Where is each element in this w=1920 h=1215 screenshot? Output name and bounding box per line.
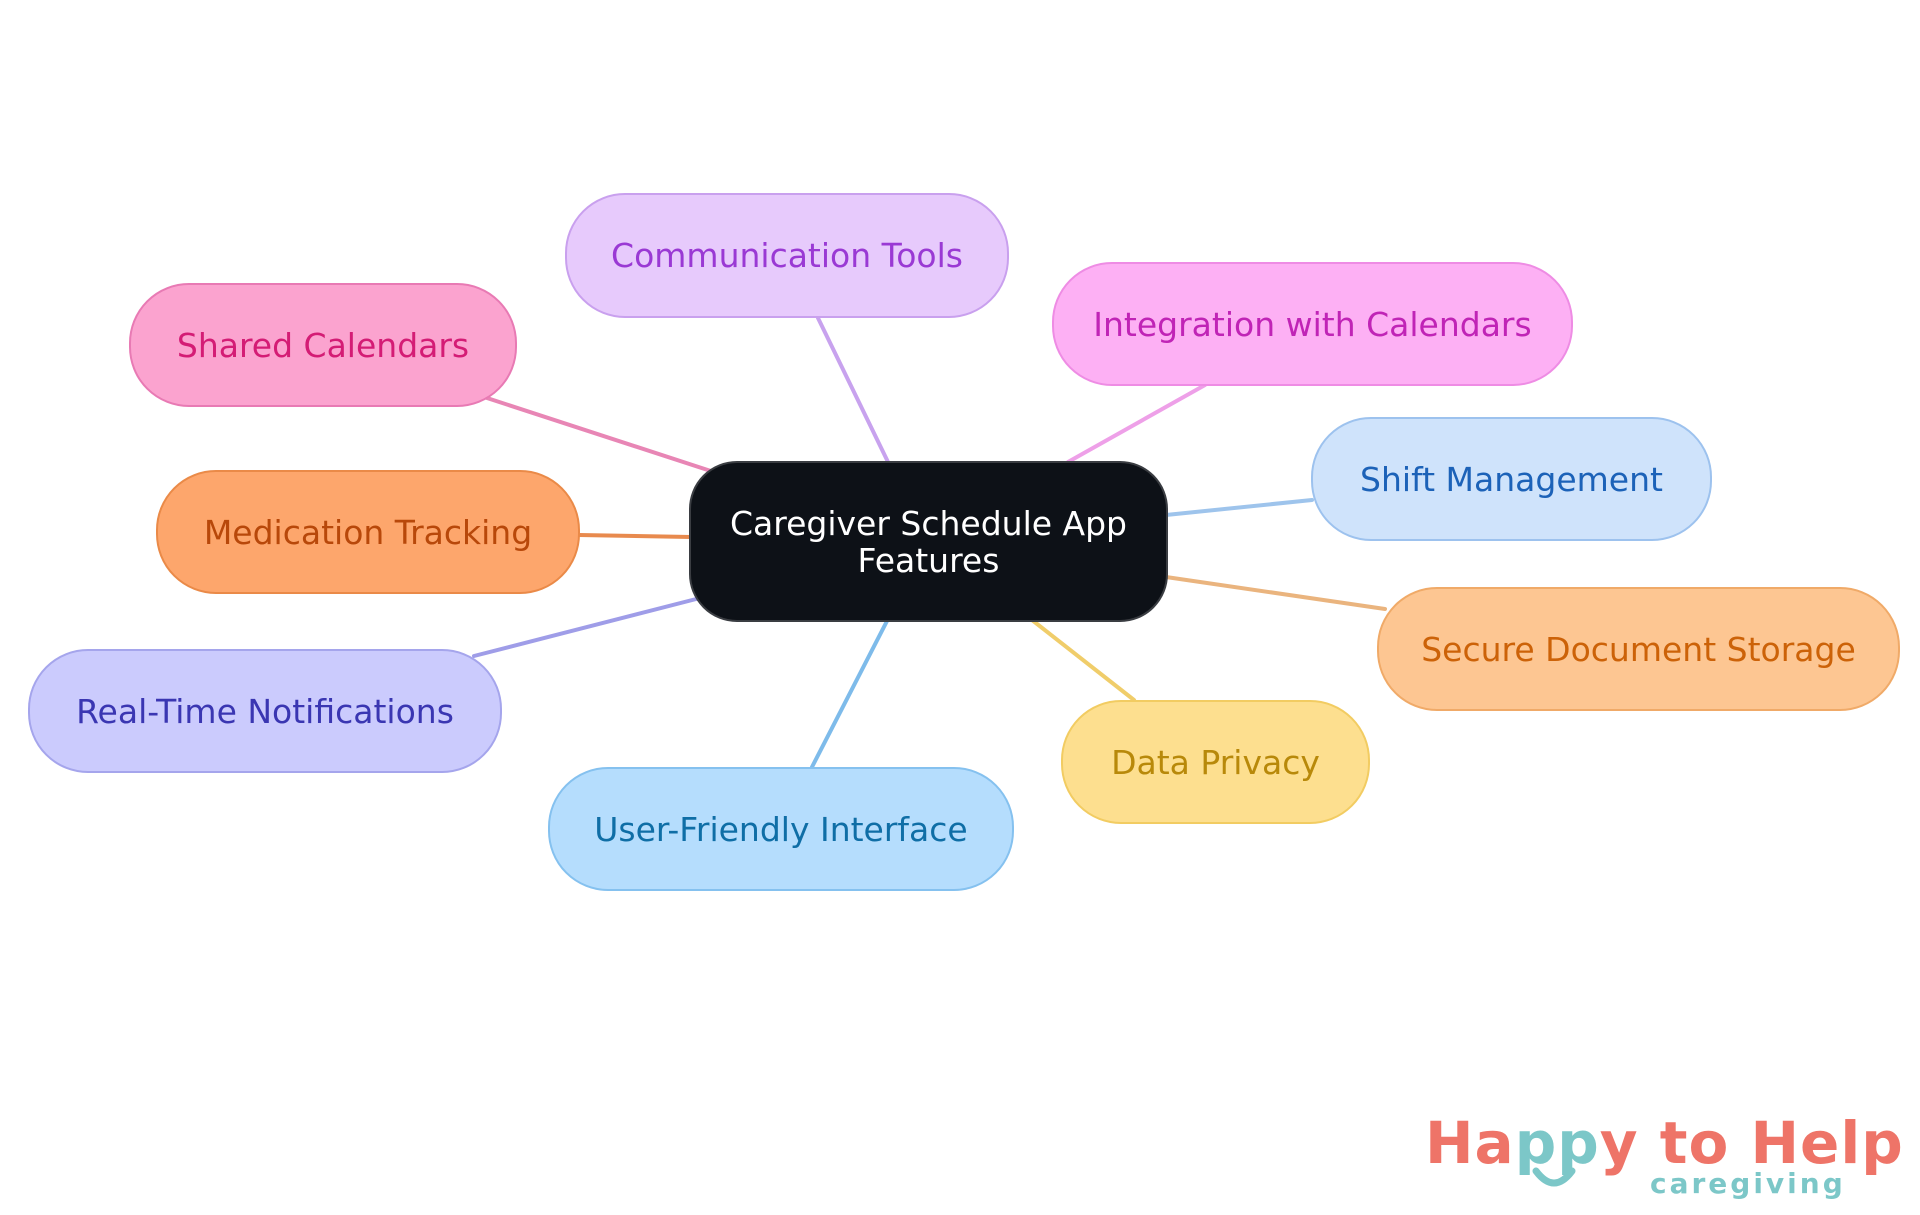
node-shift-management: Shift Management	[1311, 417, 1712, 541]
central-topic-node: Caregiver Schedule App Features	[689, 461, 1168, 622]
node-label: User-Friendly Interface	[594, 809, 968, 849]
central-topic-line-1: Caregiver Schedule App	[729, 503, 1127, 543]
connector-user-friendly-interface	[810, 619, 889, 769]
central-topic-line-2: Features	[857, 540, 1000, 580]
node-label: Shared Calendars	[176, 325, 470, 365]
logo-wordmark: Happy to Help	[1425, 1110, 1904, 1176]
node-secure-document-storage: Secure Document Storage	[1377, 587, 1900, 711]
node-data-privacy: Data Privacy	[1061, 700, 1370, 824]
node-label: Integration with Calendars	[1093, 304, 1532, 344]
connector-secure-document-storage	[1164, 575, 1387, 611]
logo-wordmark-part-3: y to Help	[1599, 1109, 1904, 1177]
connector-real-time-notifications	[472, 595, 706, 658]
node-label: Real-Time Notifications	[76, 691, 454, 731]
connector-communication-tools	[816, 316, 890, 464]
node-medication-tracking: Medication Tracking	[156, 470, 580, 594]
node-integration-with-calendars: Integration with Calendars	[1052, 262, 1573, 386]
node-real-time-notifications: Real-Time Notifications	[28, 649, 502, 773]
connector-shift-management	[1164, 498, 1314, 517]
logo-wordmark-part-2: pp	[1514, 1109, 1600, 1177]
connector-shared-calendars	[485, 396, 722, 476]
happy-to-help-logo: Happy to Help caregiving	[1425, 1110, 1903, 1210]
node-label: Medication Tracking	[203, 512, 533, 552]
smile-icon	[1532, 1167, 1576, 1187]
node-label: Secure Document Storage	[1421, 629, 1856, 669]
node-communication-tools: Communication Tools	[565, 193, 1009, 318]
node-label: Communication Tools	[611, 236, 963, 275]
connector-data-privacy	[1030, 618, 1136, 702]
connector-integration-with-calendars	[1066, 383, 1207, 464]
node-label: Data Privacy	[1111, 742, 1320, 782]
node-label: Shift Management	[1360, 459, 1663, 499]
logo-wordmark-part-1: Ha	[1425, 1109, 1515, 1177]
node-user-friendly-interface: User-Friendly Interface	[548, 767, 1014, 891]
central-topic-label: Caregiver Schedule App Features	[730, 505, 1127, 579]
connector-medication-tracking	[577, 533, 693, 539]
node-shared-calendars: Shared Calendars	[129, 283, 517, 407]
logo-tagline: caregiving	[1650, 1167, 1846, 1200]
